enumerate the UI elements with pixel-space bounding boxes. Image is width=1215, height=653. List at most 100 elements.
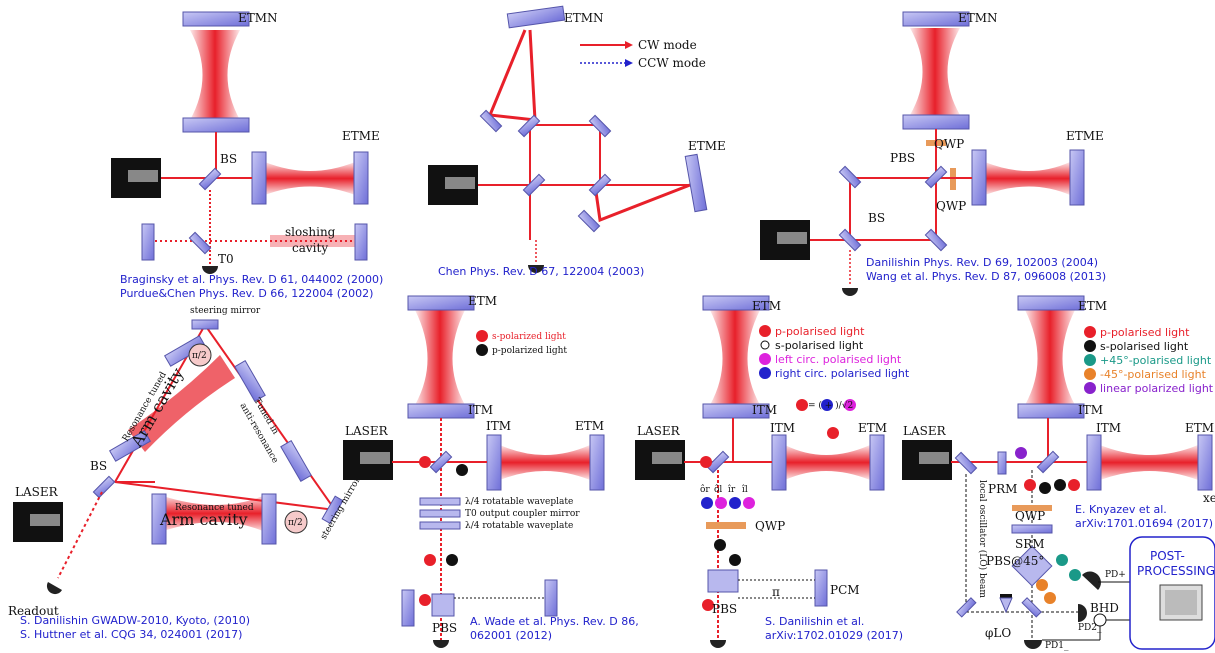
label-laser-7: LASER	[903, 424, 947, 438]
label-itm-5: ITM	[486, 419, 511, 433]
label-etm-top-7: ETM	[1078, 299, 1107, 313]
label-pd2: PD2_	[1078, 623, 1102, 633]
legend-6-right: right circ. polarised light	[775, 367, 910, 380]
beamsplitter	[198, 167, 222, 191]
caption-wade-1: A. Wade et al. Phys. Rev. D 86,	[470, 615, 639, 628]
legend-6-left: left circ. polarised light	[775, 353, 902, 366]
label-bs-3: BS	[868, 211, 885, 225]
legend-6-s: s-polarised light	[775, 339, 864, 352]
legend-7-p-icon	[1084, 326, 1096, 338]
label-waveplate-2: λ/4 rotatable waveplate	[465, 521, 573, 531]
caption-wang: Wang et al. Phys. Rev. D 87, 096008 (201…	[866, 270, 1106, 283]
panel-7-knyazev: ETM ITM ITM ETM LASER PRM QWP SRM PBS@45…	[902, 295, 1215, 651]
legend-7-plus45: +45°-polarised light	[1100, 354, 1212, 367]
panel-5-wade: ETM ITM ITM ETM LASER PBS s-polarized li…	[343, 294, 639, 648]
t0-mirror	[188, 231, 212, 255]
label-ccw: CCW mode	[638, 56, 706, 70]
label-i-r: îr	[728, 484, 736, 495]
label-pdp: PD+	[1105, 570, 1126, 580]
caption-knyazev-1: E. Knyazev et al.	[1075, 503, 1167, 516]
legend-p-icon	[476, 344, 488, 356]
label-i-l: îl	[742, 484, 748, 495]
label-pbs45: PBS@45°	[986, 554, 1044, 568]
itm-n-mirror	[182, 117, 250, 133]
caption-huttner: S. Huttner et al. CQG 34, 024001 (2017)	[20, 628, 242, 641]
label-coupler: T0 output coupler mirror	[465, 509, 580, 519]
etm-n-mirror	[182, 11, 250, 27]
label-res-tuned-bottom: Resonance tuned	[175, 503, 254, 513]
caption-danilishin-2004: Danilishin Phys. Rev. D 69, 102003 (2004…	[866, 256, 1098, 269]
label-steering-1: steering mirror	[190, 306, 261, 316]
label-bhd: BHD	[1090, 601, 1119, 615]
label-phi-lo: φLO	[985, 626, 1011, 640]
steering-mirror-top	[191, 319, 219, 330]
legend-s-icon	[476, 330, 488, 342]
label-prm: PRM	[988, 482, 1017, 496]
label-o-l: ôl	[714, 484, 722, 495]
label-itm-6: ITM	[770, 421, 795, 435]
etm-n-mirror-2	[506, 5, 566, 29]
arm-beam-north	[190, 30, 240, 120]
label-itm-top-5: ITM	[468, 403, 493, 417]
label-post: POST-	[1150, 549, 1185, 563]
itm-e-mirror	[251, 151, 267, 205]
panel-3-polarization-sagnac: ETMN ETME QWP QWP PBS BS Danilishin Phys…	[760, 11, 1106, 296]
itm-n-mirror-3	[902, 114, 970, 130]
label-pi: π	[772, 585, 780, 599]
caption-knyazev-2: arXiv:1701.01694 (2017)	[1075, 517, 1213, 530]
label-etm-n-2: ETMN	[564, 11, 604, 25]
label-qwp-6: QWP	[755, 519, 785, 533]
etm-n-mirror-3	[902, 11, 970, 27]
legend-p-icon-6	[759, 325, 771, 337]
label-laser-5: LASER	[345, 424, 389, 438]
phase-shifter-top	[188, 343, 212, 367]
label-etm-5: ETM	[575, 419, 604, 433]
label-pi-half-2: π/2	[288, 518, 303, 528]
etm-e-mirror	[353, 151, 369, 205]
caption-danilishin-2010: S. Danilishin GWADW-2010, Kyoto, (2010)	[20, 614, 250, 627]
arm-beam-east	[265, 162, 355, 195]
label-bs: BS	[220, 152, 237, 166]
label-qwp-1: QWP	[934, 137, 964, 151]
label-waveplate-1: λ/4 rotatable waveplate	[465, 497, 573, 507]
label-srm: SRM	[1015, 537, 1045, 551]
label-lo-beam: local oscillator (LO) beam	[977, 480, 988, 598]
label-qwp-7: QWP	[1015, 509, 1045, 523]
legend-7-s: s-polarised light	[1100, 340, 1189, 353]
label-laser-4: LASER	[15, 485, 59, 499]
label-pi-half-1: π/2	[192, 351, 207, 361]
steering-mirror-right	[321, 495, 344, 524]
prm-mirror	[997, 451, 1007, 475]
label-itm-7: ITM	[1096, 421, 1121, 435]
label-eq: = ( + )/√2	[808, 400, 853, 411]
caption-wade-2: 062001 (2012)	[470, 629, 552, 642]
legend-6-p: p-polarised light	[775, 325, 865, 338]
caption-danilishin-2017-1: S. Danilishin et al.	[765, 615, 864, 628]
pbs45-cube	[1011, 545, 1053, 587]
label-pcm: PCM	[830, 583, 860, 597]
legend-s: s-polarized light	[492, 332, 566, 342]
label-qwp-2: QWP	[936, 199, 966, 213]
label-etm-6: ETM	[858, 421, 887, 435]
caption-danilishin-2017-2: arXiv:1702.01029 (2017)	[765, 629, 903, 642]
photodetector-icon-2	[528, 265, 544, 273]
phase-shifter-right	[284, 510, 308, 534]
label-t0: T0	[218, 252, 234, 266]
label-pbs: PBS	[890, 151, 915, 165]
label-pbs-5: PBS	[432, 621, 457, 635]
label-sloshing: sloshing	[285, 225, 336, 239]
label-bs-4: BS	[90, 459, 107, 473]
legend-7-linear: linear polarized light	[1100, 382, 1214, 395]
label-xe: xe	[1203, 491, 1215, 505]
caption-braginsky: Braginsky et al. Phys. Rev. D 61, 044002…	[120, 273, 383, 286]
panel-6-danilishin-2017: ETM ITM ITM ETM LASER QWP PBS PCM π ôr ô…	[635, 295, 910, 648]
legend-7-minus45: -45°-polarised light	[1100, 368, 1207, 381]
panel-4-triangle: π/2 π/2 steering mirror steering mirror …	[8, 306, 363, 641]
label-cavity: cavity	[292, 241, 328, 255]
panel-2-sagnac: ETMN ETME CW mode CCW mode Chen Phys. Re…	[428, 5, 726, 278]
label-etm-e: ETME	[342, 129, 380, 143]
label-etm-n-3: ETMN	[958, 11, 998, 25]
label-readout: Readout	[8, 604, 59, 618]
label-laser-6: LASER	[637, 424, 681, 438]
sloshing-mirror-left	[141, 223, 155, 261]
